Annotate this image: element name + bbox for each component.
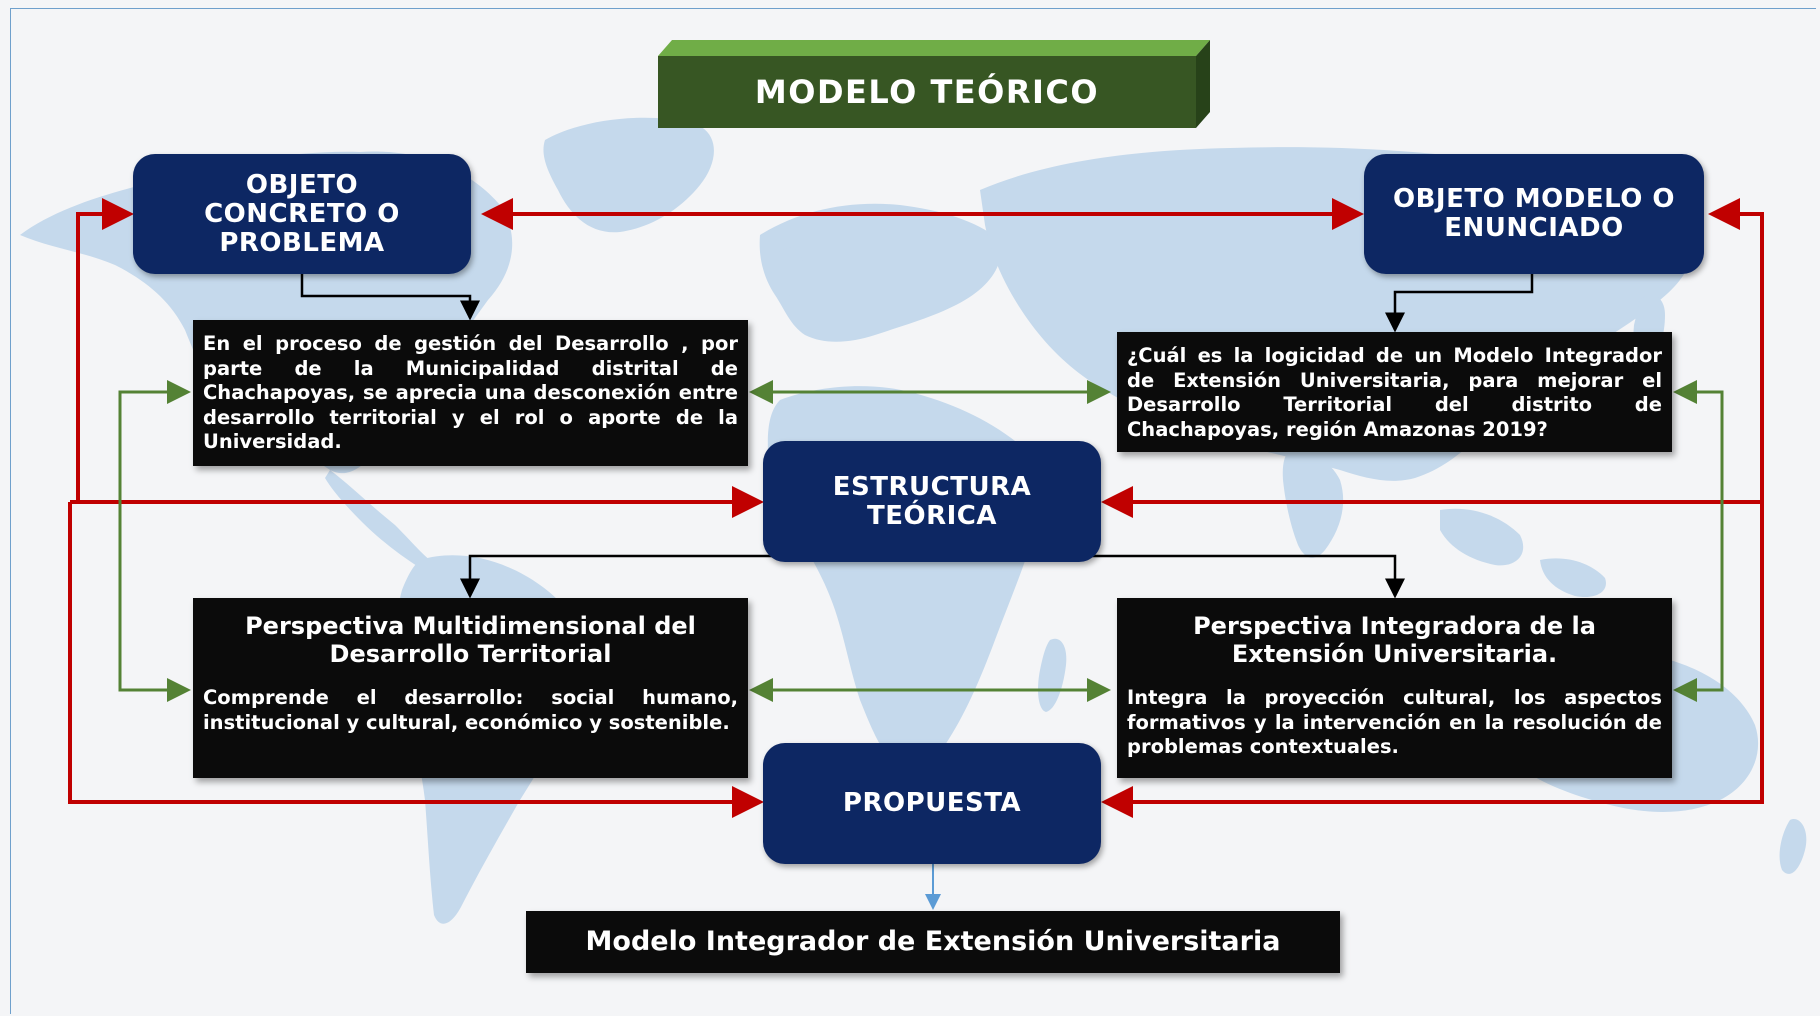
arrow-right-red-to-modelo <box>1708 198 1764 502</box>
box-pregunta: ¿Cuál es la logicidad de un Modelo Integ… <box>1117 332 1672 452</box>
arrow-left-red-to-objeto <box>76 198 134 502</box>
node-objeto-concreto-label: OBJETO CONCRETO O PROBLEMA <box>204 169 400 258</box>
box-problema-text: En el proceso de gestión del Desarrollo … <box>203 332 738 453</box>
box-perspectiva-multidimensional: Perspectiva Multidimensional del Desarro… <box>193 598 748 778</box>
box-modelo-final-text: Modelo Integrador de Extensión Universit… <box>585 926 1281 957</box>
node-estructura-teorica-label: ESTRUCTURA TEÓRICA <box>832 471 1032 531</box>
node-estructura-teorica: ESTRUCTURA TEÓRICA <box>763 441 1101 562</box>
box-perspectiva-integradora-heading: Perspectiva Integradora de la Extensión … <box>1193 612 1596 668</box>
diagram-title: MODELO TEÓRICO <box>754 73 1100 111</box>
box-perspectiva-multidimensional-body: Comprende el desarrollo: social humano, … <box>203 686 738 734</box>
diagram-frame <box>10 8 1816 1014</box>
arrow-black-modelo-to-pregunta <box>1385 274 1534 333</box>
box-problema: En el proceso de gestión del Desarrollo … <box>193 320 748 466</box>
arrow-green-right-top <box>1673 380 1724 600</box>
title-box-3d <box>658 40 1210 128</box>
arrow-green-left-top <box>118 380 191 600</box>
node-propuesta: PROPUESTA <box>763 743 1101 864</box>
node-propuesta-label: PROPUESTA <box>842 788 1022 818</box>
arrow-black-estructura-to-multi <box>460 554 775 599</box>
box-pregunta-text: ¿Cuál es la logicidad de un Modelo Integ… <box>1127 344 1662 441</box>
arrow-green-left-bottom <box>118 600 191 702</box>
arrow-green-right-bottom <box>1673 600 1724 702</box>
box-modelo-final: Modelo Integrador de Extensión Universit… <box>526 911 1340 973</box>
box-perspectiva-integradora-body: Integra la proyección cultural, los aspe… <box>1127 686 1662 758</box>
arrow-left-red-to-propuesta <box>68 502 764 818</box>
node-objeto-concreto: OBJETO CONCRETO O PROBLEMA <box>133 154 471 274</box>
arrow-black-objeto-to-problema <box>300 274 480 321</box>
box-perspectiva-integradora: Perspectiva Integradora de la Extensión … <box>1117 598 1672 778</box>
node-objeto-modelo-label: OBJETO MODELO O ENUNCIADO <box>1393 184 1675 243</box>
arrow-black-estructura-to-integradora <box>1092 554 1405 599</box>
box-perspectiva-multidimensional-heading: Perspectiva Multidimensional del Desarro… <box>245 612 696 668</box>
node-objeto-modelo: OBJETO MODELO O ENUNCIADO <box>1364 154 1704 274</box>
arrow-right-red-to-propuesta <box>1101 502 1764 818</box>
